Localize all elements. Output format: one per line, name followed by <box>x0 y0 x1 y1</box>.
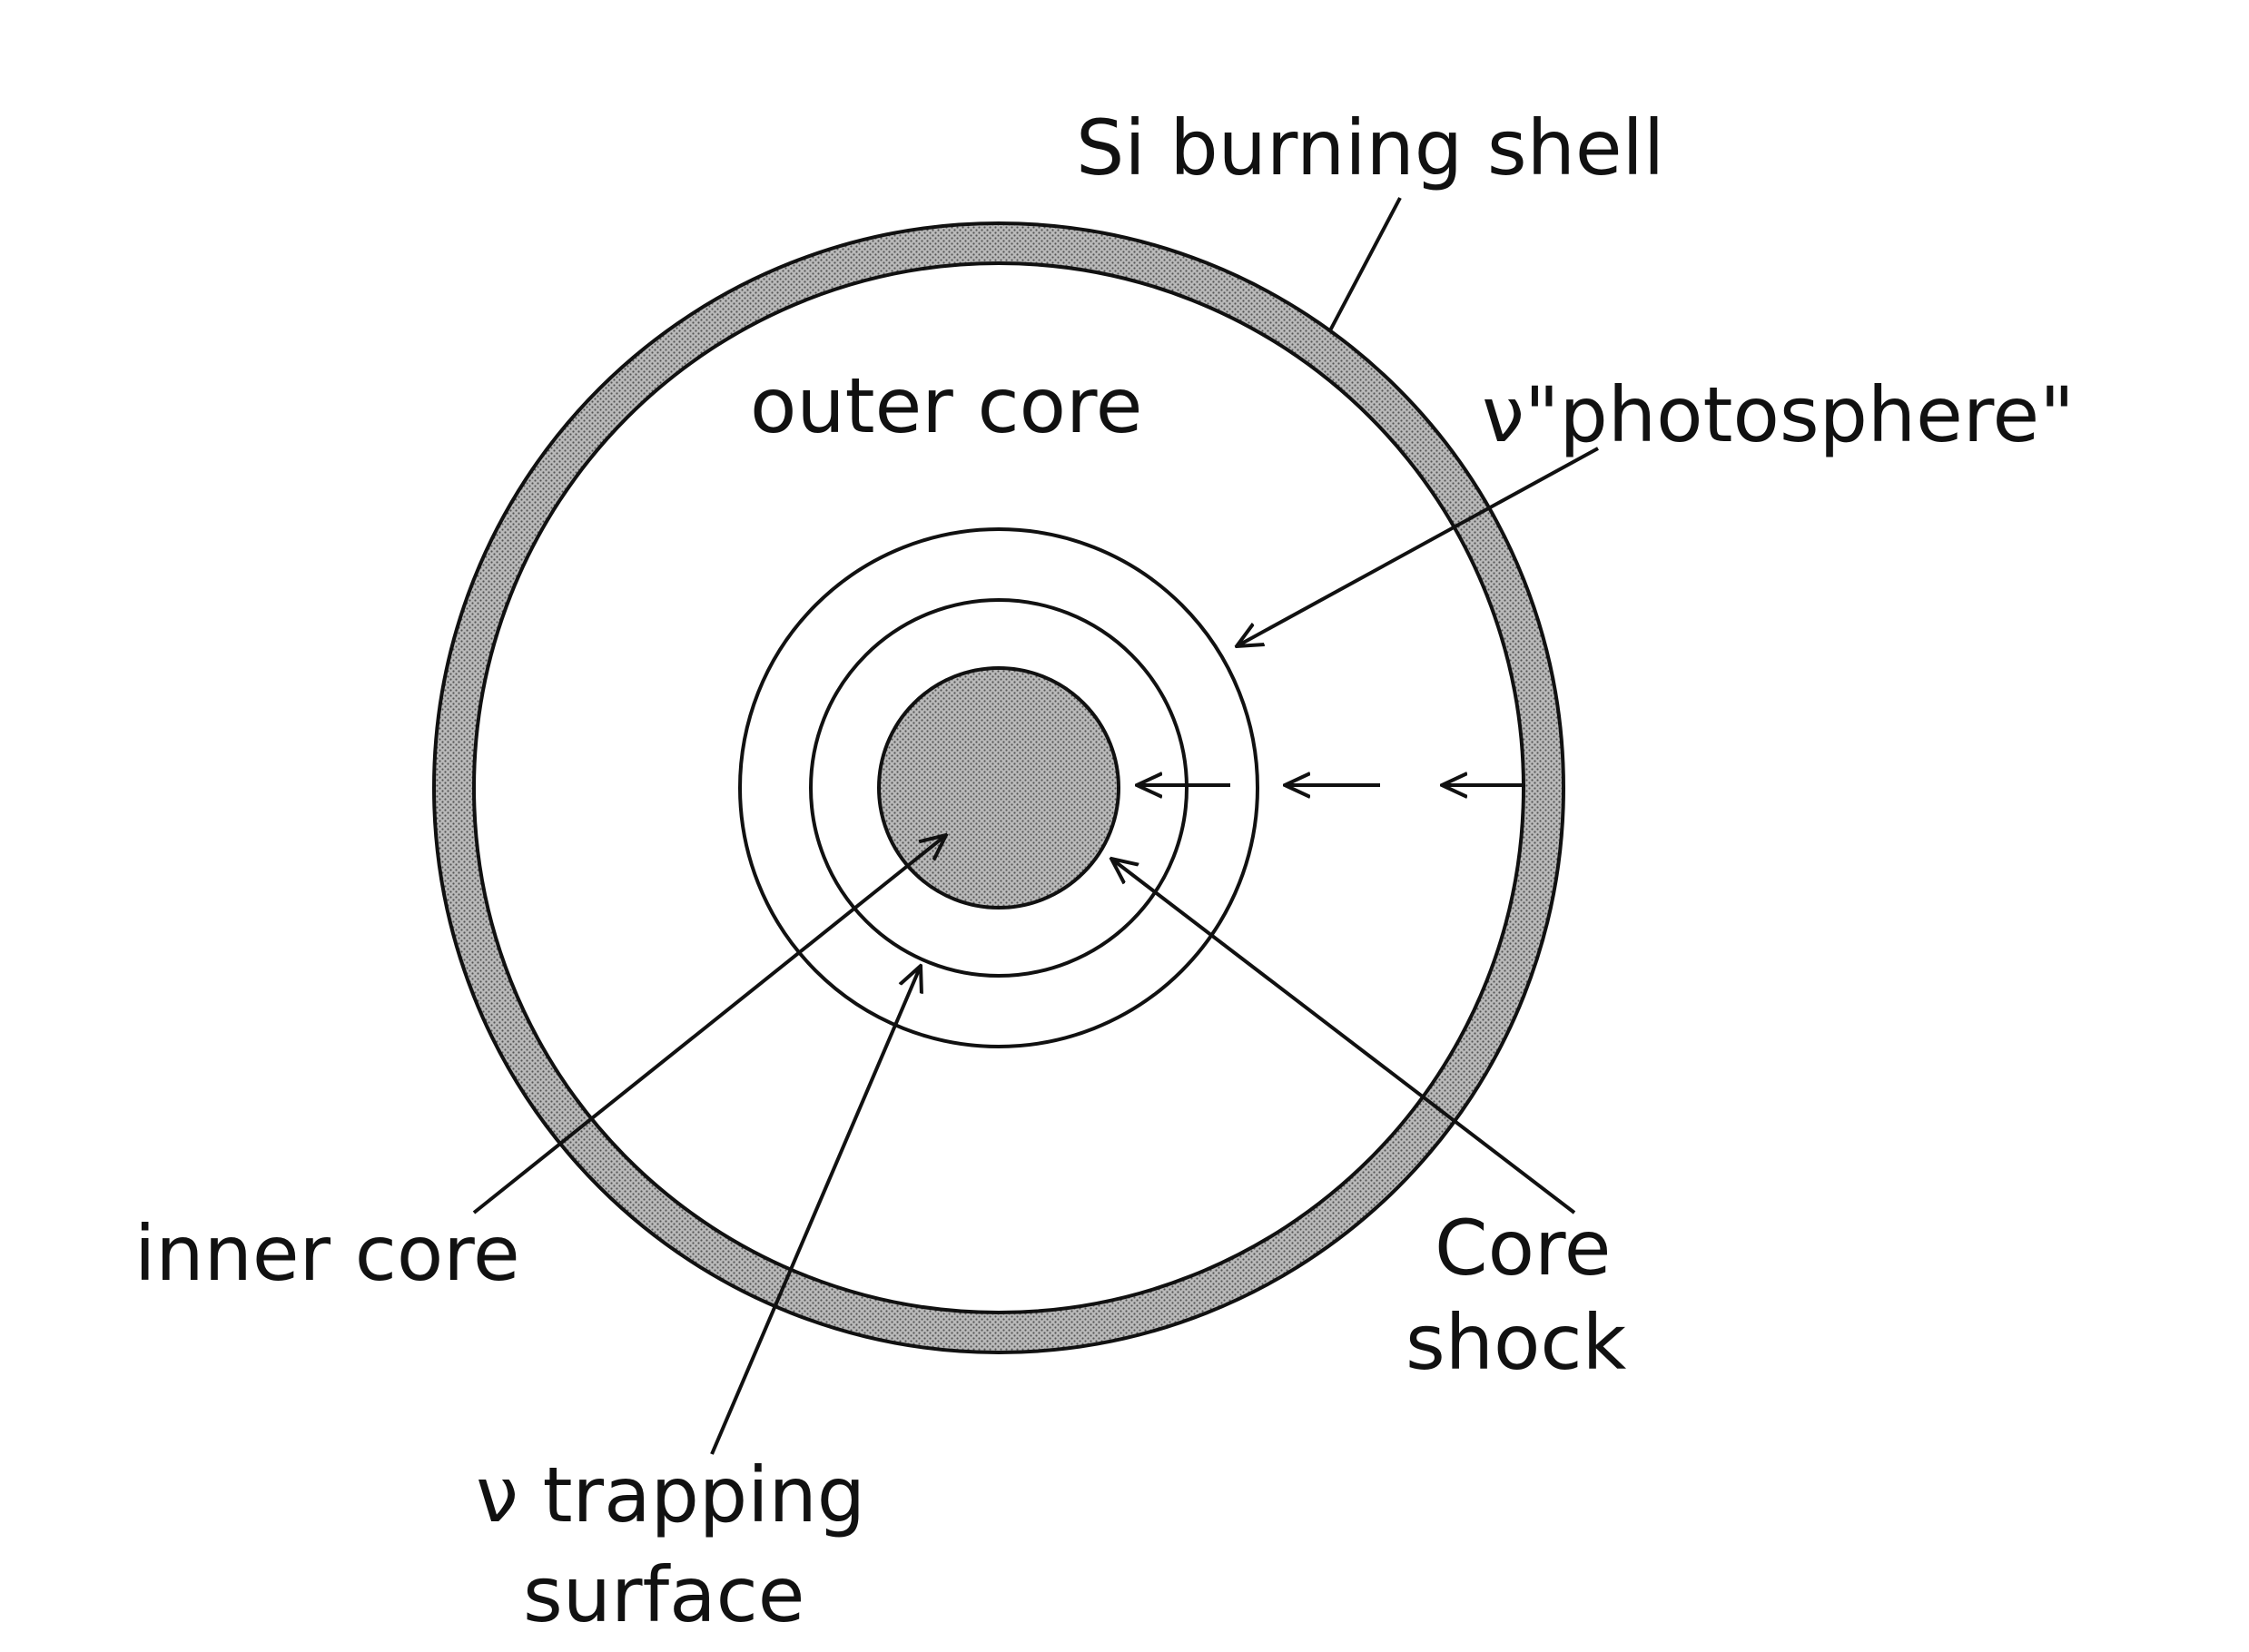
label-core-shock-line1: Core <box>1435 1204 1611 1293</box>
label-outer-core: outer core <box>750 361 1142 450</box>
inner-core-pointer <box>472 835 946 1214</box>
core-shock-circle <box>809 598 1189 978</box>
label-neutrino-trapping-line2: surface <box>523 1550 804 1639</box>
si-shell-pointer <box>1327 197 1402 333</box>
inner-core-disc <box>877 666 1120 910</box>
label-inner-core: inner core <box>134 1209 520 1298</box>
label-core-shock-line2: shock <box>1406 1298 1627 1387</box>
pointer-lines <box>472 197 1599 1455</box>
label-neutrino-photosphere: ν"photosphere" <box>1482 370 2075 459</box>
label-si-burning-shell: Si burning shell <box>1076 103 1664 192</box>
neutrino-photosphere-circle <box>738 527 1259 1048</box>
si-burning-shell <box>432 221 1565 1354</box>
trapping-surface-pointer <box>710 966 921 1455</box>
photosphere-pointer <box>1237 447 1599 646</box>
core-shock-pointer <box>1111 859 1576 1214</box>
label-neutrino-trapping-line1: ν trapping <box>476 1450 865 1539</box>
